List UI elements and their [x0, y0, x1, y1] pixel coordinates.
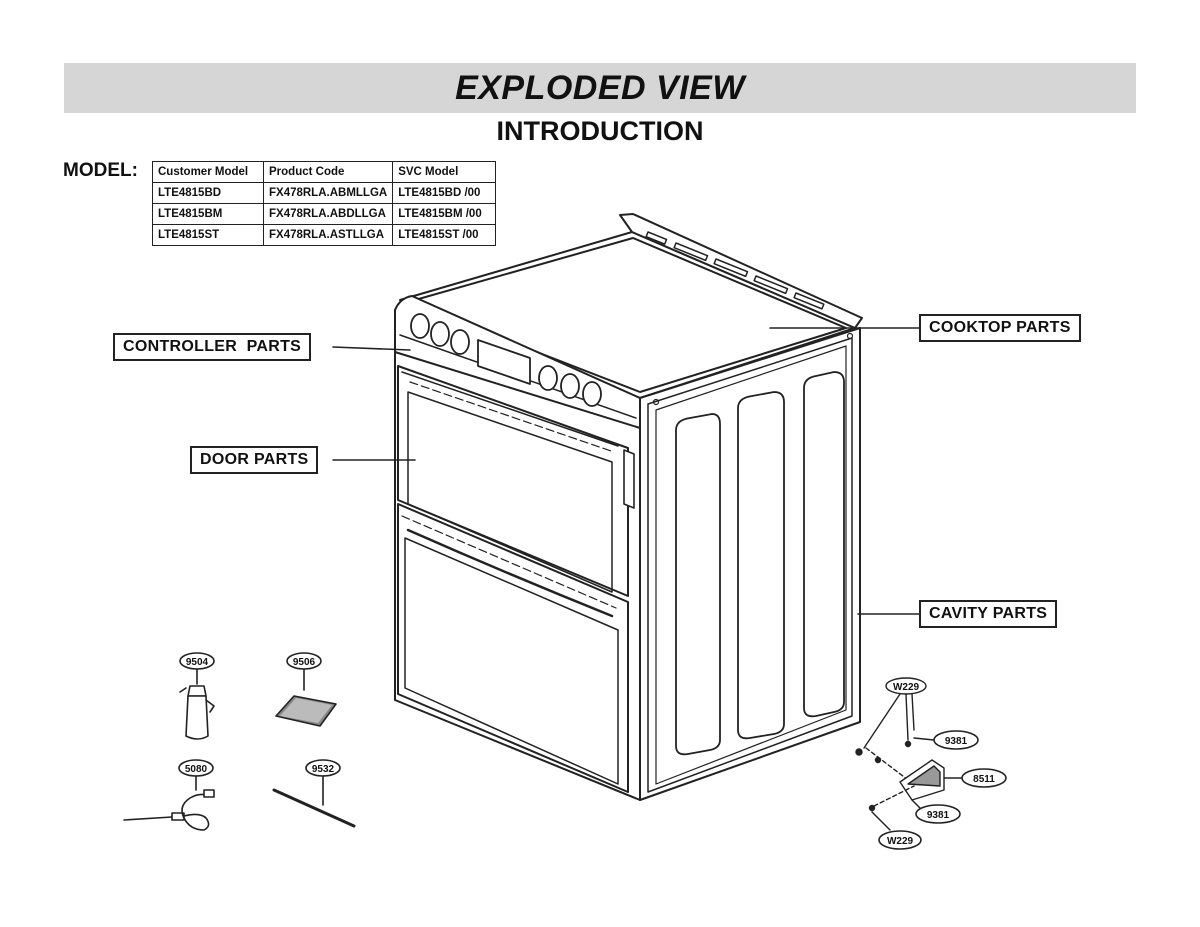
table-cell: LTE4815BM /00 [392, 203, 497, 225]
callout-ovals [878, 730, 1007, 850]
model-table-header-row: Customer Model Product Code SVC Model [152, 161, 497, 183]
spray-bottle-part [179, 652, 215, 740]
cavity-parts-label: CAVITY PARTS [919, 600, 1058, 628]
callout-9504: 9504 [186, 657, 209, 668]
table-cell: LTE4815BD /00 [392, 182, 497, 204]
header-banner: EXPLODED VIEW [64, 63, 1136, 113]
table-row: LTE4815ST FX478RLA.ASTLLGA LTE4815ST /00 [152, 224, 497, 246]
door-parts-label: DOOR PARTS [190, 446, 319, 474]
cleaning-pad-part [275, 652, 337, 727]
model-table: Customer Model Product Code SVC Model LT… [152, 161, 497, 246]
callout-w229-top: W229 [893, 682, 920, 693]
callout-5080: 5080 [185, 764, 208, 775]
controller-parts-label: CONTROLLER PARTS [113, 333, 312, 361]
leader-lines [332, 327, 920, 615]
callout-9381-top: 9381 [945, 736, 968, 747]
table-cell: FX478RLA.ABDLLGA [262, 203, 394, 225]
callout-8511: 8511 [973, 774, 995, 785]
cooktop-parts-label: COOKTOP PARTS [919, 314, 1081, 342]
page-subtitle: INTRODUCTION [496, 116, 704, 146]
callout-9506: 9506 [293, 657, 316, 668]
temperature-probe-part [123, 759, 215, 831]
column-header: SVC Model [392, 161, 497, 183]
banner-title: EXPLODED VIEW [455, 68, 745, 107]
model-label: MODEL: [63, 160, 138, 181]
range-body [394, 213, 863, 801]
table-row: LTE4815BM FX478RLA.ABDLLGA LTE4815BM /00 [152, 203, 497, 225]
table-cell: FX478RLA.ASTLLGA [262, 224, 394, 246]
callout-9381-bottom: 9381 [927, 810, 950, 821]
table-cell: LTE4815BD [152, 182, 264, 204]
callout-w229-bottom: W229 [887, 836, 914, 847]
table-cell: LTE4815ST [152, 224, 264, 246]
rod-part [272, 759, 356, 828]
table-cell: LTE4815ST /00 [392, 224, 497, 246]
hinge-hardware [855, 677, 963, 831]
callout-9532: 9532 [312, 764, 335, 775]
